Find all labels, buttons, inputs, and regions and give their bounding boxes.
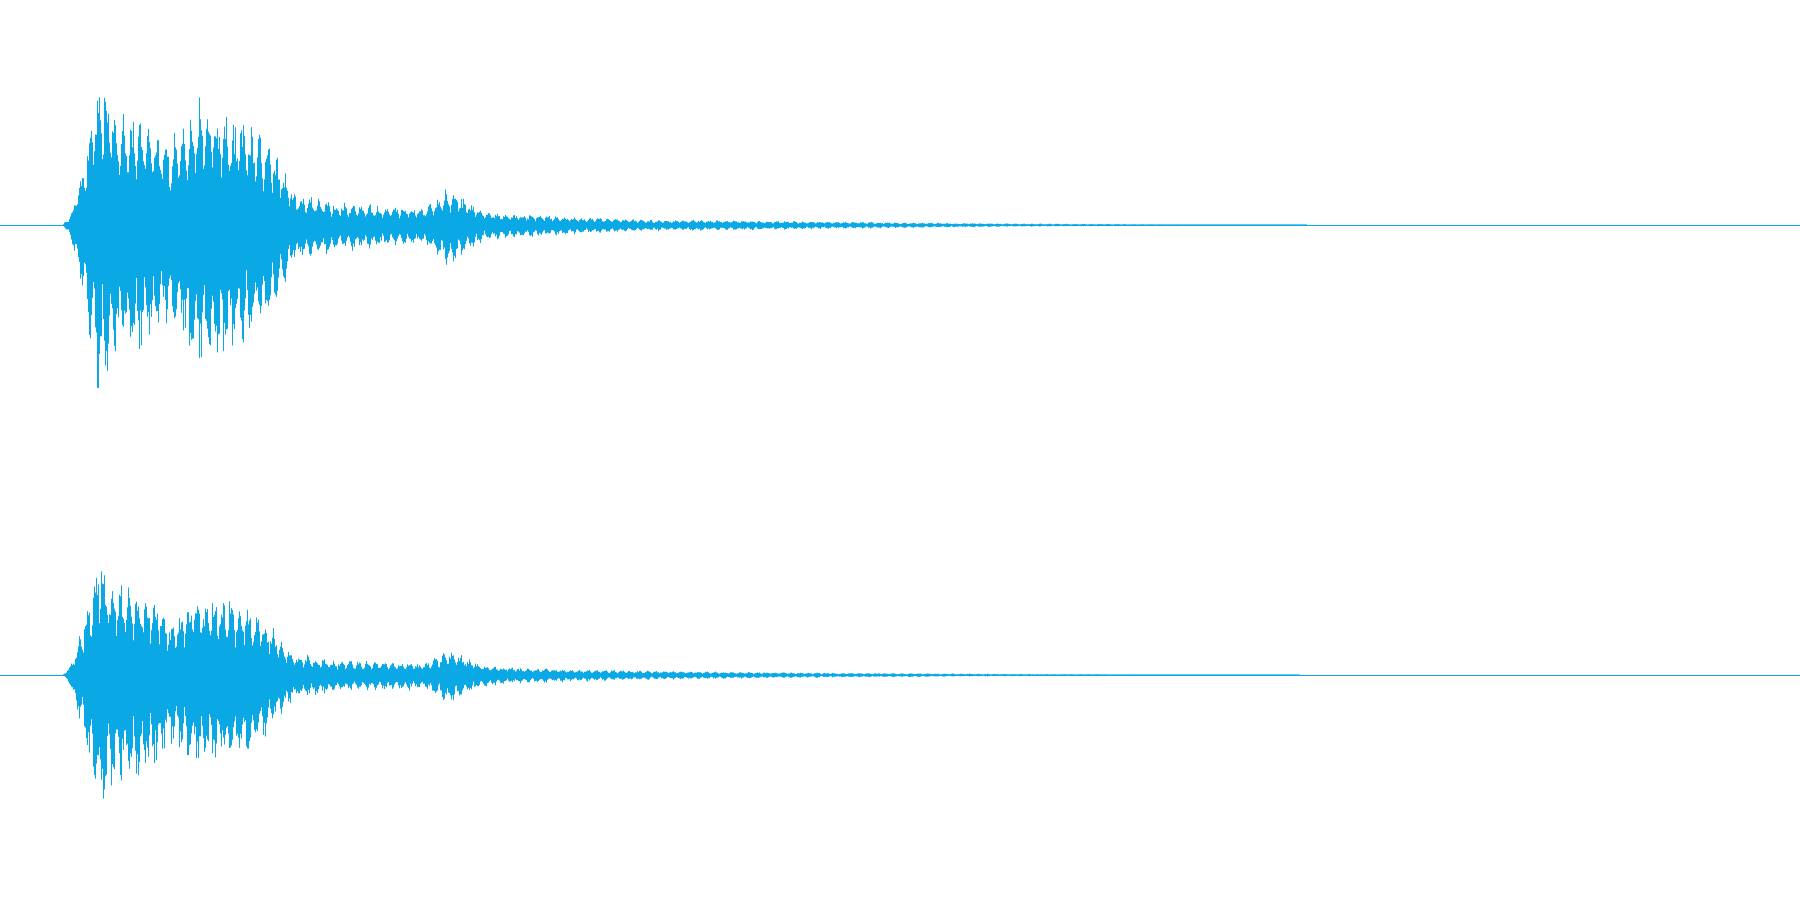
waveform-channel-1 xyxy=(0,97,1800,388)
waveform-trace xyxy=(63,571,1300,799)
waveform-channel-2-plot xyxy=(0,571,1800,799)
waveform-channel-2 xyxy=(0,450,1800,900)
waveform-channel-1-plot xyxy=(0,97,1800,388)
waveform-trace xyxy=(63,97,1307,388)
